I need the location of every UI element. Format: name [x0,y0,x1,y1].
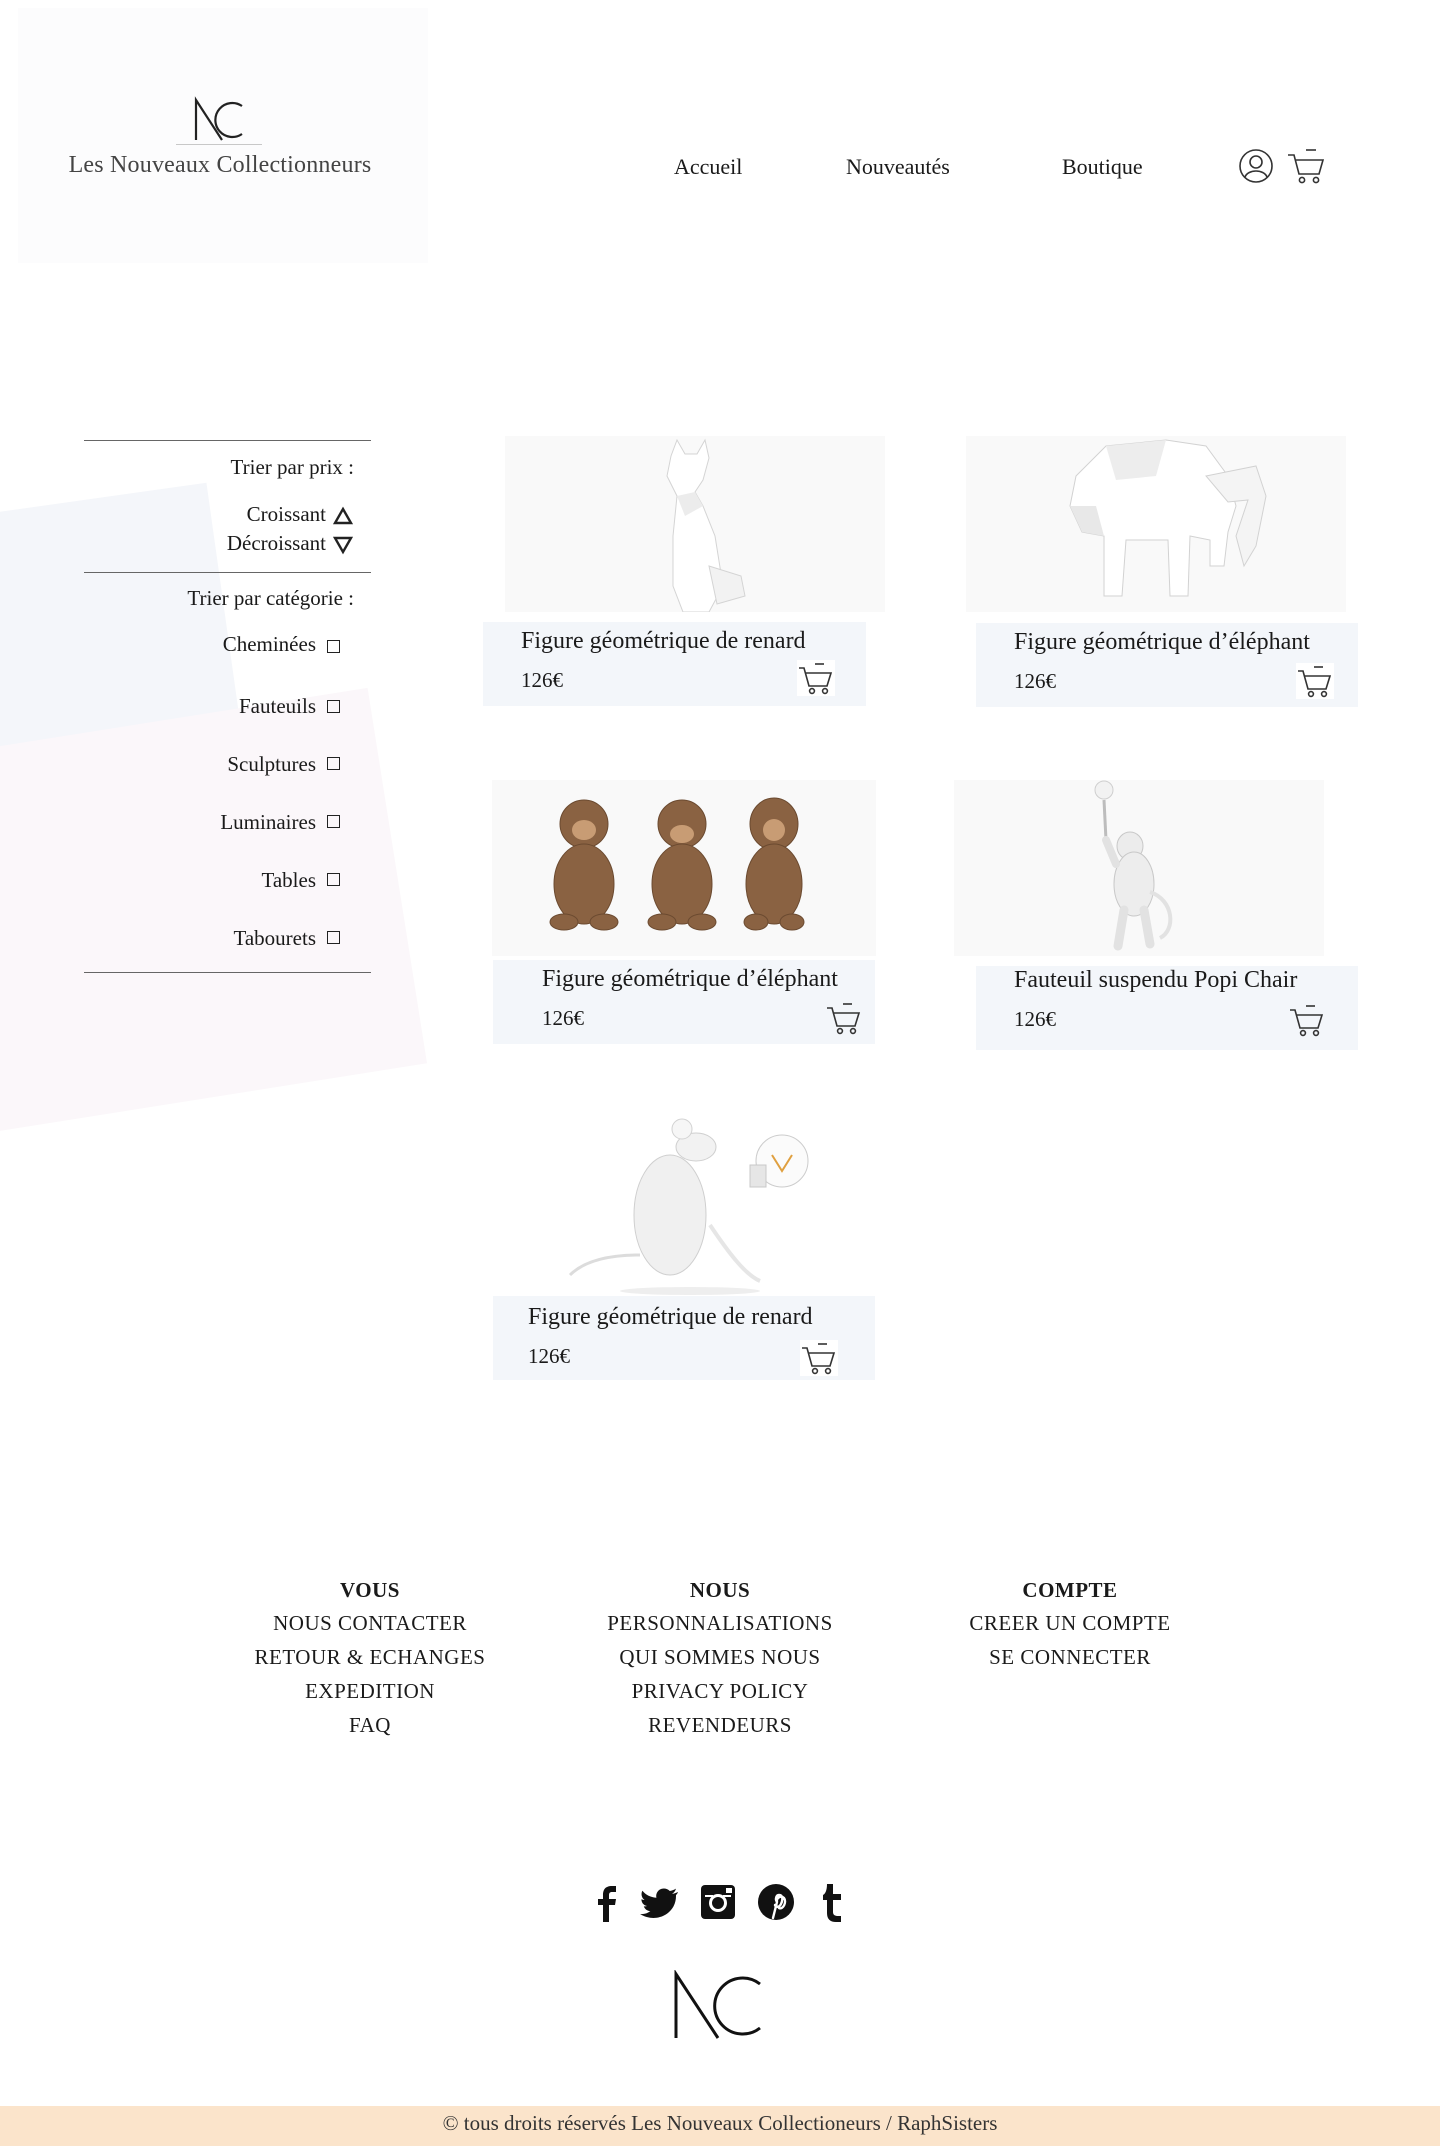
category-label-luminaires[interactable]: Luminaires [220,810,316,834]
twitter-icon[interactable] [640,1880,680,1924]
category-checkbox-tables[interactable] [327,873,340,886]
triangle-down-icon[interactable] [333,535,353,555]
product-name[interactable]: Figure géométrique de renard [528,1304,813,1330]
footer-link[interactable]: PERSONNALISATIONS [607,1611,833,1635]
logo-divider [176,144,262,145]
footer-column-compte: COMPTE CREER UN COMPTE SE CONNECTER [920,1578,1220,1679]
nc-logo-icon[interactable] [192,96,246,142]
product-name[interactable]: Figure géométrique d’éléphant [542,966,838,992]
add-to-cart-icon[interactable] [825,1000,863,1036]
pinterest-icon[interactable] [756,1880,796,1924]
add-to-cart-icon[interactable] [800,1340,838,1376]
footer-link[interactable]: EXPEDITION [305,1679,435,1703]
footer-link[interactable]: RETOUR & ECHANGES [254,1645,486,1669]
brand-name[interactable]: Les Nouveaux Collectionneurs [68,152,372,178]
price-filter-title: Trier par prix : [230,455,354,479]
category-checkbox-cheminees[interactable] [327,640,340,653]
footer-link[interactable]: PRIVACY POLICY [631,1679,809,1703]
product-image-mouse-lamp[interactable] [560,1105,820,1295]
category-label-fauteuils[interactable]: Fauteuils [239,694,316,718]
product-price: 126€ [1014,669,1056,693]
product-card-info [493,960,875,1044]
footer-link[interactable]: CREER UN COMPTE [969,1611,1171,1635]
sort-ascending-label[interactable]: Croissant [246,502,326,526]
product-name[interactable]: Figure géométrique de renard [521,628,806,654]
sort-descending-label[interactable]: Décroissant [226,531,326,555]
footer-column-title: NOUS [689,1578,751,1602]
product-image-fox[interactable] [505,436,885,612]
product-name[interactable]: Fauteuil suspendu Popi Chair [1014,967,1298,993]
user-icon[interactable] [1238,148,1274,184]
copyright-bar [0,2106,1440,2146]
triangle-up-icon[interactable] [333,506,353,526]
product-price: 126€ [521,668,563,692]
product-price: 126€ [542,1006,584,1030]
category-label-tabourets[interactable]: Tabourets [233,926,316,950]
product-image-three-monkeys[interactable] [492,780,876,956]
tumblr-icon[interactable] [812,1880,852,1924]
facebook-icon[interactable] [588,1880,628,1924]
footer-column-title: COMPTE [1022,1578,1118,1602]
product-price: 126€ [1014,1007,1056,1031]
product-card-info [976,966,1358,1050]
footer-link[interactable]: FAQ [349,1713,391,1737]
nc-logo-icon[interactable] [672,1970,764,2040]
category-checkbox-fauteuils[interactable] [327,700,340,713]
nav-link-boutique[interactable]: Boutique [1062,154,1143,179]
category-checkbox-tabourets[interactable] [327,931,340,944]
product-card-info [976,623,1358,707]
footer-column-title: VOUS [340,1578,400,1602]
footer-column-vous: VOUS NOUS CONTACTER RETOUR & ECHANGES EX… [220,1578,520,1747]
category-label-tables[interactable]: Tables [261,868,316,892]
product-name[interactable]: Figure géométrique d’éléphant [1014,629,1310,655]
footer-link[interactable]: SE CONNECTER [989,1645,1151,1669]
category-checkbox-sculptures[interactable] [327,757,340,770]
footer-link[interactable]: NOUS CONTACTER [273,1611,467,1635]
add-to-cart-icon[interactable] [797,660,835,696]
product-image-elephant[interactable] [966,436,1346,612]
category-checkbox-luminaires[interactable] [327,815,340,828]
product-image-monkey-lamp[interactable] [954,780,1324,956]
category-label-sculptures[interactable]: Sculptures [227,752,316,776]
instagram-icon[interactable] [698,1880,738,1924]
divider [84,972,371,973]
nav-link-nouveautes[interactable]: Nouveautés [846,154,950,179]
nav-link-accueil[interactable]: Accueil [674,154,743,179]
cart-icon[interactable] [1286,146,1326,186]
copyright-text: © tous droits réservés Les Nouveaux Coll… [442,2111,998,2135]
footer-column-nous: NOUS PERSONNALISATIONS QUI SOMMES NOUS P… [570,1578,870,1747]
divider [84,440,371,441]
footer-link[interactable]: QUI SOMMES NOUS [619,1645,821,1669]
category-filter-title: Trier par catégorie : [187,586,354,610]
divider [84,572,371,573]
category-label-cheminees[interactable]: Cheminées [222,632,316,656]
add-to-cart-icon[interactable] [1288,1002,1326,1038]
add-to-cart-icon[interactable] [1296,663,1334,699]
product-price: 126€ [528,1344,570,1368]
footer-link[interactable]: REVENDEURS [648,1713,792,1737]
